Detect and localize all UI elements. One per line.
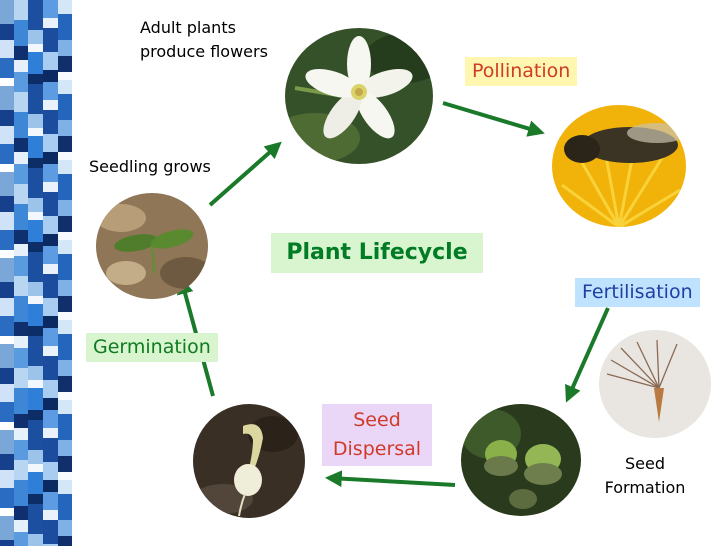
seed-formation-caption-line2: Formation [604, 478, 686, 497]
fertilisation-label: Fertilisation [575, 278, 700, 307]
adult-plants-caption: Adult plants produce flowers [140, 16, 268, 64]
adult-plants-caption-line1: Adult plants [140, 18, 236, 37]
arrow-fertilisation-to-seed [565, 307, 610, 403]
seed-formation-caption-line1: Seed [625, 454, 665, 473]
seed-formation-caption: Seed Formation [592, 452, 698, 500]
arrow-flower-to-pollination [442, 101, 545, 137]
germinating-seed-photo [193, 404, 305, 518]
acorns-photo [461, 404, 581, 516]
seed-dispersal-label: Seed Dispersal [322, 404, 432, 466]
decorative-stripe-panel [0, 0, 72, 546]
arrow-seed-to-dispersal [324, 470, 456, 488]
pollination-label: Pollination [465, 57, 578, 86]
seedling-caption: Seedling grows [89, 157, 211, 176]
adult-plants-caption-line2: produce flowers [140, 42, 268, 61]
seed-dispersal-line2: Dispersal [332, 438, 422, 460]
seedling-photo [96, 193, 208, 299]
seed-photo [599, 330, 711, 438]
seed-dispersal-line1: Seed [353, 409, 401, 431]
bee-on-flower-photo [552, 105, 686, 227]
germination-label: Germination [86, 333, 218, 362]
flower-photo [285, 28, 433, 164]
arrow-seedling-to-flower [208, 141, 282, 207]
diagram-title: Plant Lifecycle [271, 233, 483, 273]
